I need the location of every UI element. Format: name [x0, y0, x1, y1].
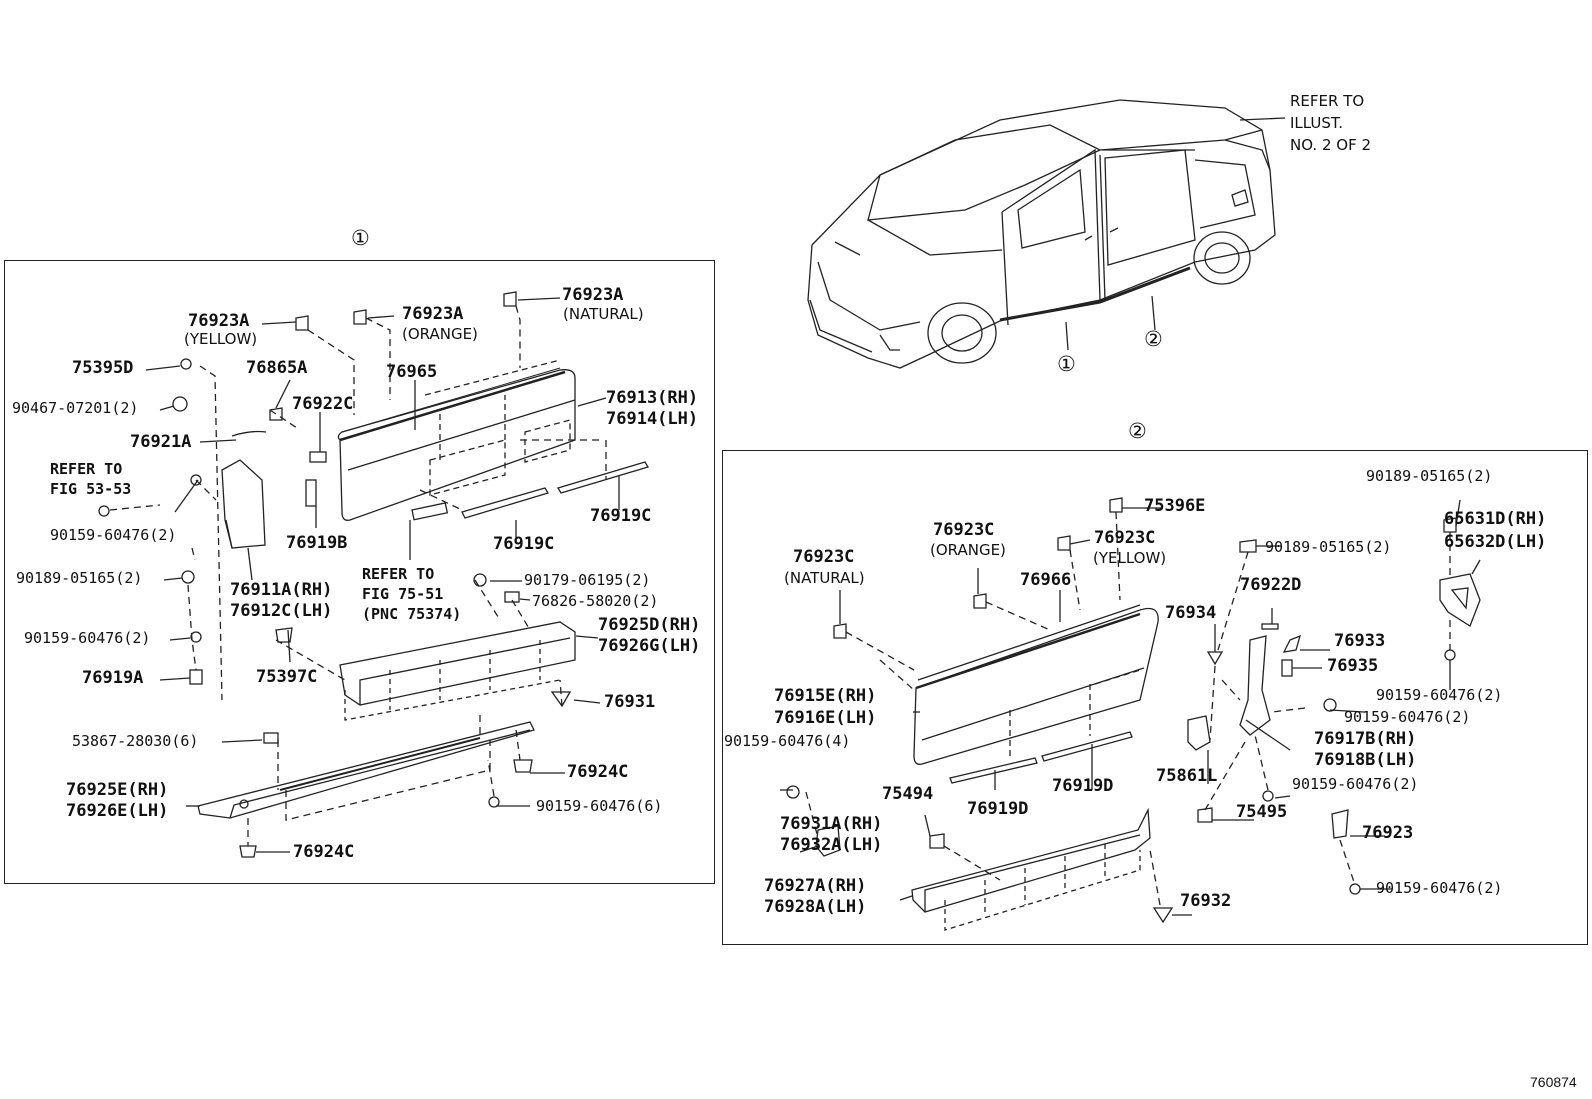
part-75495: 75495	[1236, 802, 1288, 822]
part-76924c-a: 76924C	[567, 762, 629, 782]
part-76923: 76923	[1362, 823, 1414, 843]
part-76913-rh: 76913(RH)	[606, 388, 699, 408]
part-76933: 76933	[1334, 631, 1386, 651]
part-90189-05165-a: 90189-05165(2)	[1366, 467, 1493, 485]
part-76915e-rh: 76915E(RH)	[774, 686, 877, 706]
part-90467-07201: 90467-07201(2)	[12, 399, 139, 417]
refer-fig-75-51: REFER TO FIG 75-51 (PNC 75374)	[362, 565, 462, 623]
part-75494: 75494	[882, 784, 934, 804]
part-65632d-lh: 65632D(LH)	[1444, 532, 1547, 552]
part-76966: 76966	[1020, 570, 1072, 590]
part-76917b-rh: 76917B(RH)	[1314, 729, 1417, 749]
part-90159-60476-2c: 90159-60476(4)	[724, 732, 851, 750]
section-2-marker: ②	[1128, 419, 1147, 443]
part-90159-60476-2b: 90159-60476(2)	[1344, 708, 1471, 726]
part-76826-58020: 76826-58020(2)	[532, 592, 659, 610]
part-76925e-rh: 76925E(RH)	[66, 780, 169, 800]
part-75395d: 75395D	[72, 358, 134, 378]
part-75861l: 75861L	[1156, 766, 1218, 786]
part-76923a-natural: 76923A	[562, 285, 624, 305]
color-orange-2: (ORANGE)	[930, 541, 1006, 559]
color-natural-2: (NATURAL)	[784, 569, 865, 587]
color-natural: (NATURAL)	[563, 305, 644, 323]
part-76931: 76931	[604, 692, 656, 712]
part-76924c-b: 76924C	[293, 842, 355, 862]
part-76921a: 76921A	[130, 432, 192, 452]
part-65631d-rh: 65631D(RH)	[1444, 509, 1547, 529]
part-76934: 76934	[1165, 603, 1217, 623]
part-76925d-rh: 76925D(RH)	[598, 615, 701, 635]
part-76926g-lh: 76926G(LH)	[598, 636, 701, 656]
part-75396e: 75396E	[1144, 496, 1206, 516]
part-76911a-rh: 76911A(RH)	[230, 580, 333, 600]
part-90159-60476-b: 90159-60476(2)	[24, 629, 151, 647]
part-90189-05165: 90189-05165(2)	[16, 569, 143, 587]
part-90189-05165-b: 90189-05165(2)	[1265, 538, 1392, 556]
figure-id: 760874	[1530, 1074, 1577, 1090]
section-2-parts	[780, 497, 1481, 931]
part-76927a-rh: 76927A(RH)	[764, 876, 867, 896]
part-90159-60476-2e: 90159-60476(2)	[1376, 879, 1503, 897]
part-76919c-a: 76919C	[493, 534, 555, 554]
part-76931a-rh: 76931A(RH)	[780, 814, 883, 834]
color-yellow-2: (YELLOW)	[1093, 549, 1167, 567]
part-76935: 76935	[1327, 656, 1379, 676]
part-76916e-lh: 76916E(LH)	[774, 708, 877, 728]
section-1-marker: ①	[351, 226, 370, 250]
refer-illust-note: REFER TO ILLUST. NO. 2 OF 2	[1290, 92, 1372, 154]
part-76922c: 76922C	[292, 394, 354, 414]
part-76923c-natural: 76923C	[793, 547, 855, 567]
part-90179-06195: 90179-06195(2)	[524, 571, 651, 589]
section-1-frame	[4, 260, 715, 884]
vehicle-callout-2: ②	[1144, 327, 1163, 351]
part-76914-lh: 76914(LH)	[606, 409, 699, 429]
part-76923a-orange: 76923A	[402, 304, 464, 324]
section-1-parts	[98, 291, 649, 858]
color-orange: (ORANGE)	[402, 325, 478, 343]
refer-fig-53-53: REFER TO FIG 53-53	[50, 460, 132, 498]
vehicle-illustration	[807, 99, 1286, 369]
part-76932: 76932	[1180, 891, 1232, 911]
part-76928a-lh: 76928A(LH)	[764, 897, 867, 917]
part-76865a: 76865A	[246, 358, 308, 378]
part-76918b-lh: 76918B(LH)	[1314, 750, 1417, 770]
part-76919a: 76919A	[82, 668, 144, 688]
part-76919c-b: 76919C	[590, 506, 652, 526]
part-76912c-lh: 76912C(LH)	[230, 601, 333, 621]
part-76919d-b: 76919D	[1052, 776, 1114, 796]
part-90159-60476-a: 90159-60476(2)	[50, 526, 177, 544]
part-53867-28030: 53867-28030(6)	[72, 732, 199, 750]
part-90159-60476-c: 90159-60476(6)	[536, 797, 663, 815]
part-76965: 76965	[386, 362, 438, 382]
part-76923a-yellow: 76923A	[188, 311, 250, 331]
part-76922d: 76922D	[1240, 575, 1302, 595]
part-76923c-orange: 76923C	[933, 520, 995, 540]
part-75397c: 75397C	[256, 667, 318, 687]
part-76932a-lh: 76932A(LH)	[780, 835, 883, 855]
vehicle-callout-1: ①	[1057, 352, 1076, 376]
part-76919d-a: 76919D	[967, 799, 1029, 819]
color-yellow: (YELLOW)	[184, 330, 258, 348]
part-90159-60476-2a: 90159-60476(2)	[1376, 686, 1503, 704]
part-76919b: 76919B	[286, 533, 348, 553]
part-76923c-yellow: 76923C	[1094, 528, 1156, 548]
part-76926e-lh: 76926E(LH)	[66, 801, 169, 821]
part-90159-60476-2d: 90159-60476(2)	[1292, 775, 1419, 793]
section-2-frame	[722, 450, 1588, 945]
